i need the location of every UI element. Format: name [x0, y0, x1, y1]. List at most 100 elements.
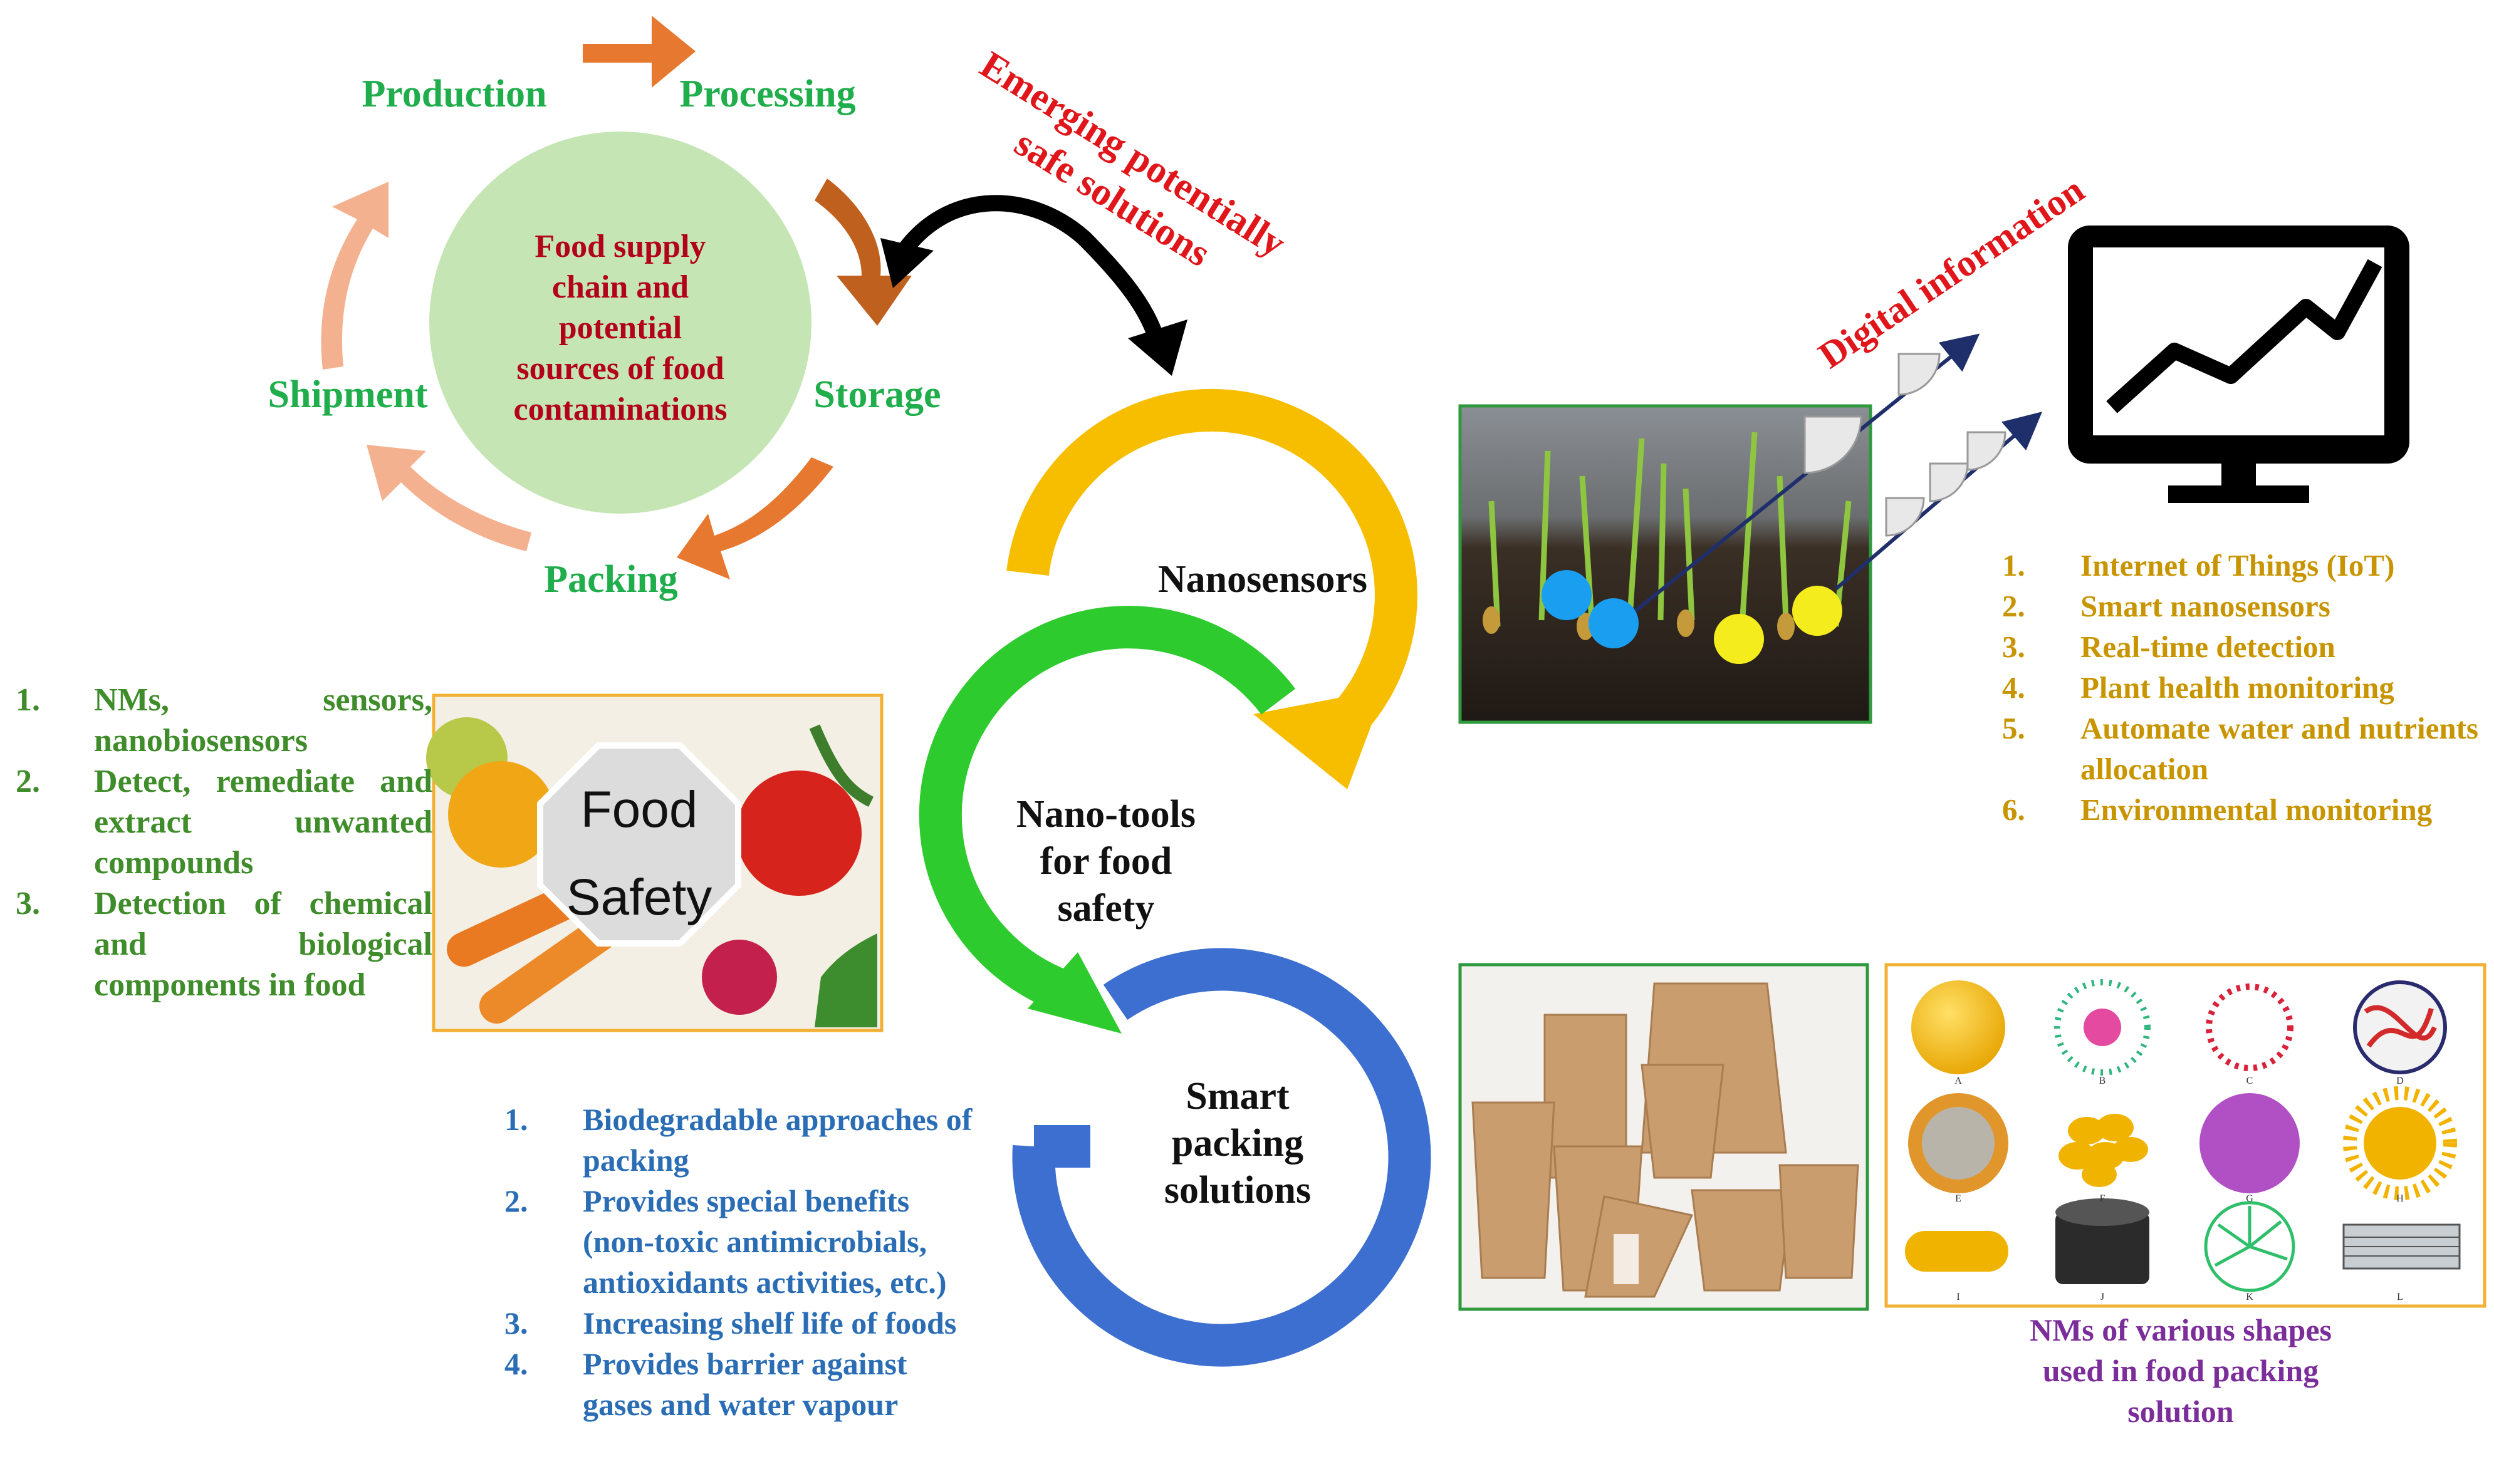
stage-shipment: Shipment — [268, 373, 428, 416]
supply-chain-center-circle — [429, 132, 811, 514]
nm-letter-d: D — [2396, 1076, 2404, 1086]
iot-application-item-text: Internet of Things (IoT) — [2080, 548, 2395, 583]
fries-box — [1641, 1064, 1724, 1179]
iot-applications-list: 1.Internet of Things (IoT)2.Smart nanose… — [2002, 545, 2478, 830]
ring-nano-tools — [919, 606, 1296, 1017]
nanosensor-use-item: 3.Detection of chemical and biological c… — [16, 883, 432, 1005]
supply-chain-center-text: Food supply chain and potential sources … — [514, 229, 728, 427]
paper-cup-1 — [1471, 1101, 1555, 1279]
label-tools-line-3: safety — [1058, 887, 1155, 930]
packing-benefit-item: 2. Provides special benefits (non-toxic a… — [504, 1181, 981, 1303]
nm-caption-line-2: used in food packing — [2043, 1353, 2319, 1388]
sign-line-1: Food — [581, 781, 698, 838]
nanosensor-blue-2 — [1589, 598, 1639, 648]
iot-application-item: 1. Internet of Things (IoT) — [2002, 545, 2478, 586]
iot-application-item-text: Smart nanosensors — [2080, 589, 2330, 623]
nm-shape-porous-cylinder — [2055, 1198, 2149, 1284]
nanosensor-yellow-2 — [1792, 586, 1842, 636]
iot-application-item: 6. Environmental monitoring — [2002, 789, 2478, 830]
label-smart-line-2: packing — [1172, 1122, 1303, 1165]
iot-application-item-text: Environmental monitoring — [2080, 792, 2433, 827]
nm-shape-spiky — [2343, 1086, 2457, 1200]
label-tools-line-2: for food — [1040, 840, 1172, 883]
red-tomato — [736, 771, 862, 896]
center-line-4: sources of food — [516, 351, 724, 387]
seeds — [1483, 606, 1795, 640]
iot-application-item-number: 4. — [2002, 670, 2025, 705]
nanosensor-yellow-1 — [1714, 614, 1764, 664]
nanosensor-use-item-number: 3. — [16, 886, 40, 921]
nanosensor-use-item: 1. NMs, sensors, nanobiosensors — [16, 680, 432, 761]
iot-application-item-number: 5. — [2002, 711, 2025, 745]
center-line-1: Food supply — [535, 229, 706, 264]
center-line-2: chain and — [552, 269, 689, 305]
packaging-image — [1458, 963, 1869, 1311]
nanosensor-use-item-text: Detect, remediate and extract unwanted c… — [94, 764, 432, 881]
iot-application-item-number: 6. — [2002, 792, 2025, 827]
nanosensor-use-item-number: 1. — [16, 682, 40, 718]
rosemary — [809, 724, 874, 807]
nanosensor-uses-list: 1. NMs, sensors, nanobiosensors 2. Detect, … — [16, 680, 432, 1005]
stage-production: Production — [362, 73, 546, 115]
ring-nanosensors — [1006, 388, 1417, 742]
nm-letter-h: H — [2396, 1193, 2404, 1204]
food-box-2 — [1778, 1164, 1859, 1279]
nano-rings: Nanosensors Nano-tools for food safety S… — [919, 388, 1431, 1367]
nm-shape-liposome — [2206, 983, 2293, 1071]
nm-letter-j: J — [2100, 1292, 2104, 1302]
arrow-shipment-to-production — [321, 182, 389, 370]
monitor-icon — [2068, 226, 2409, 503]
packing-benefit-item: 4.Provides barrier against gases and wat… — [504, 1344, 981, 1425]
nm-caption-line-1: NMs of various shapes — [2030, 1312, 2332, 1347]
packing-benefit-item: 1.Biodegradable approaches of packing — [504, 1099, 981, 1181]
nanosensor-use-item-number: 2. — [16, 764, 40, 799]
nm-shape-dotted-sphere — [2199, 1093, 2300, 1193]
packing-benefit-item-number: 3. — [504, 1305, 528, 1341]
ring-smart-packing — [1012, 948, 1431, 1367]
packing-benefit-item-number: 4. — [504, 1346, 528, 1381]
nm-shape-micelle — [2054, 979, 2151, 1076]
arrow-storage-to-packing — [677, 457, 833, 579]
packing-benefit-item-text: Provides special benefits (non-toxic ant… — [583, 1183, 947, 1300]
yellow-tomato — [448, 761, 555, 868]
arrow-packing-to-shipment — [367, 445, 531, 551]
nanosensor-blue-1 — [1542, 570, 1592, 620]
packing-benefit-item-text: Increasing shelf life of foods — [583, 1305, 957, 1341]
stage-processing: Processing — [679, 73, 855, 115]
raspberry — [702, 940, 777, 1015]
signal-dishes — [1803, 353, 2006, 537]
iot-application-item: 3. Real-time detection — [2002, 626, 2478, 667]
iot-application-item-text: Real-time detection — [2080, 630, 2335, 664]
nm-letter-c: C — [2246, 1076, 2253, 1086]
nm-shape-cluster — [2058, 1114, 2148, 1187]
center-line-5: contaminations — [514, 392, 728, 427]
black-arrowhead — [1128, 319, 1187, 376]
stage-storage: Storage — [813, 373, 941, 416]
window-cutout — [1614, 1234, 1639, 1284]
nanosensor-use-item-text: NMs, sensors, nanobiosensors — [94, 682, 432, 759]
label-smart-line-1: Smart — [1186, 1075, 1290, 1118]
iot-application-item-number: 1. — [2002, 548, 2025, 583]
nm-letter-i: I — [1956, 1292, 1959, 1302]
center-line-3: potential — [559, 310, 682, 346]
nm-letter-a: A — [1954, 1076, 1962, 1086]
black-curved-arrow — [888, 195, 1167, 359]
ring-nanosensors-arrowhead — [1253, 689, 1385, 789]
nm-letter-b: B — [2099, 1076, 2106, 1086]
sign-line-2: Safety — [566, 869, 712, 926]
food-safety-image: Food Safety — [426, 693, 884, 1032]
nm-caption-line-3: solution — [2127, 1394, 2234, 1429]
nm-shape-rod — [1905, 1231, 2008, 1272]
packing-benefit-item: 3. Increasing shelf life of foods — [504, 1303, 981, 1344]
packing-benefit-item-number: 1. — [504, 1102, 528, 1137]
packing-benefit-item-number: 2. — [504, 1183, 528, 1218]
iot-application-item: 4.Plant health monitoring — [2002, 667, 2478, 708]
iot-application-item-number: 3. — [2002, 630, 2025, 664]
iot-application-item: 5. Automate water and nutrients allocatio… — [2002, 708, 2478, 789]
nanosensor-use-item: 2. Detect, remediate and extract unwanted… — [16, 761, 432, 883]
iot-application-item-text: Automate water and nutrients allocation — [2080, 711, 2478, 786]
seedlings-image — [1458, 333, 2043, 724]
arrow-production-to-processing — [583, 16, 696, 88]
